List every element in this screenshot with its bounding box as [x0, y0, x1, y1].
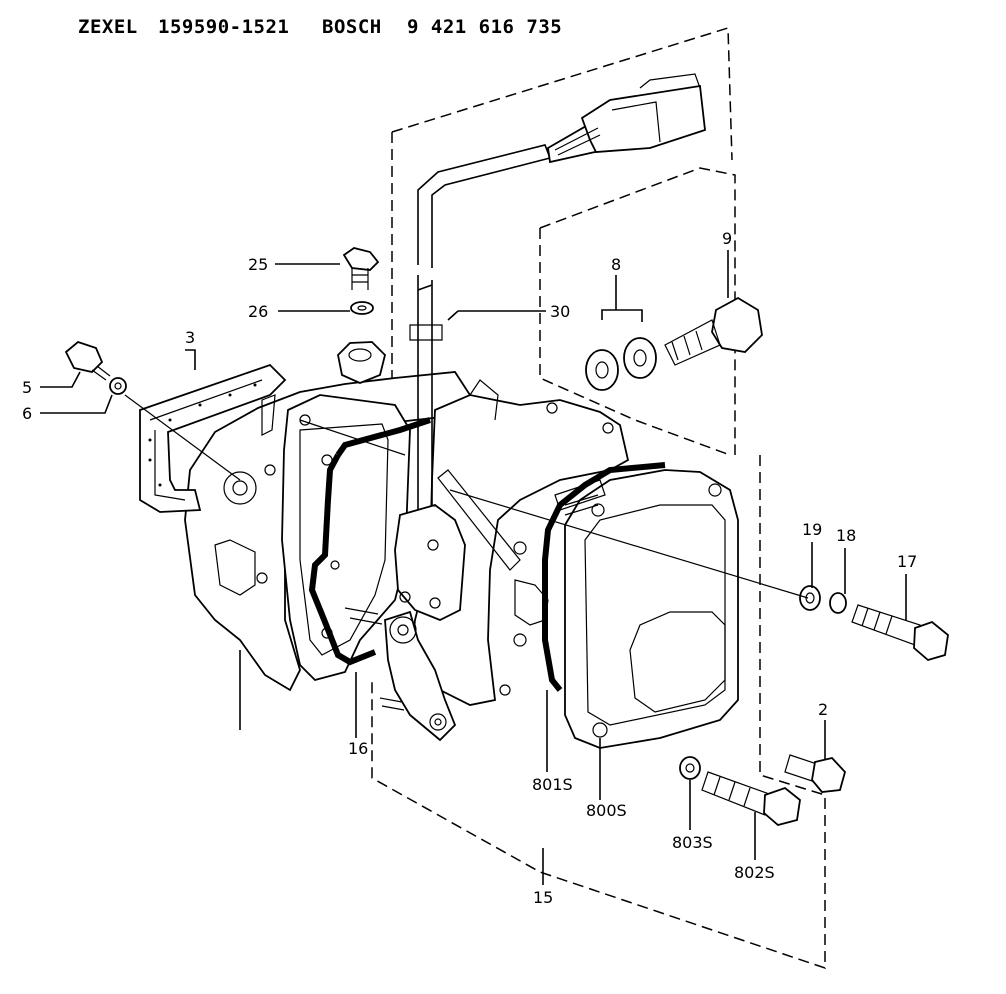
callout-26: 26: [248, 302, 268, 321]
callout-30: 30: [550, 302, 570, 321]
callout-17: 17: [897, 552, 917, 571]
callout-9: 9: [722, 229, 732, 248]
callout-6: 6: [22, 404, 32, 423]
callout-802s: 802S: [734, 863, 775, 882]
callout-3: 3: [185, 328, 195, 347]
callout-16: 16: [348, 739, 368, 758]
callout-800s: 800S: [586, 801, 627, 820]
callout-801s: 801S: [532, 775, 573, 794]
header-part-number: 159590-1521: [158, 16, 290, 38]
fastener-hardware: [64, 247, 949, 826]
flange-plate-16: [281, 394, 431, 682]
header-brand: BOSCH: [322, 16, 382, 38]
callout-8: 8: [611, 255, 621, 274]
callout-labels: 25 26 30 3 5 6 8 9 19 18 17 2 16 801S 80…: [22, 229, 917, 907]
header-maker: ZEXEL: [78, 16, 138, 38]
callout-25: 25: [248, 255, 268, 274]
callout-15: 15: [533, 888, 553, 907]
header-brand-number: 9 421 616 735: [407, 16, 563, 38]
callout-18: 18: [836, 526, 856, 545]
leader-lines: [40, 250, 907, 885]
callout-19: 19: [802, 520, 822, 539]
governor-lever: [344, 469, 521, 742]
sensor-wire: [409, 73, 706, 510]
solenoid-cover-800s: [542, 462, 739, 749]
callout-5: 5: [22, 378, 32, 397]
callout-803s: 803S: [672, 833, 713, 852]
pump-housing: [184, 371, 472, 692]
callout-2: 2: [818, 700, 828, 719]
